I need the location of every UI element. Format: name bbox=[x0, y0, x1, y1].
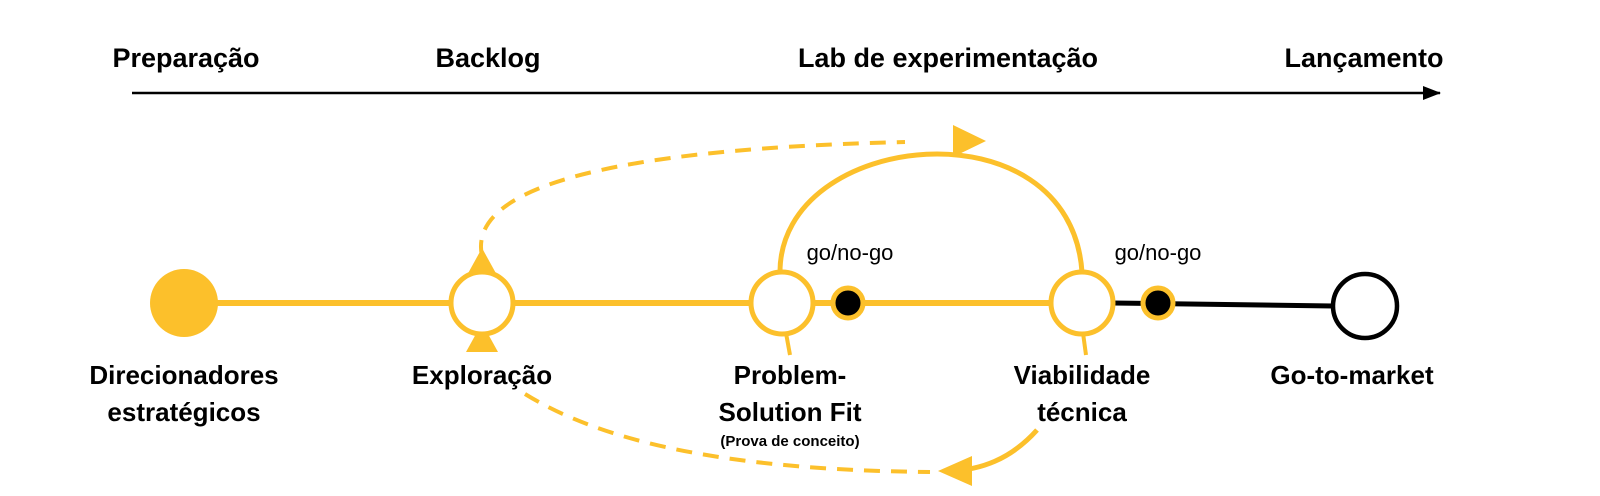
phase-backlog: Backlog bbox=[435, 43, 540, 73]
label-problem-solution-line1: Problem- bbox=[734, 360, 847, 390]
node-problem-solution-fit bbox=[748, 269, 816, 337]
label-direcionadores-line1: Direcionadores bbox=[89, 360, 278, 390]
dashed-loop-top bbox=[479, 140, 906, 257]
stub-viabilidade bbox=[1081, 332, 1088, 356]
stub-psf bbox=[784, 332, 792, 356]
gate-dot-2 bbox=[1140, 285, 1176, 321]
gate-label-1: go/no-go bbox=[807, 240, 894, 265]
node-go-to-market bbox=[1330, 271, 1400, 341]
dashed-loop-bottom bbox=[523, 392, 931, 474]
label-viabilidade-line1: Viabilidade bbox=[1014, 360, 1151, 390]
arrowhead-top bbox=[953, 125, 986, 157]
gate-dot-1 bbox=[830, 285, 866, 321]
label-problem-solution-line2: Solution Fit bbox=[719, 397, 862, 427]
node-direcionadores bbox=[150, 269, 218, 337]
solid-arc-top bbox=[777, 151, 1085, 273]
gate-label-2: go/no-go bbox=[1115, 240, 1202, 265]
arrowhead-bottom bbox=[938, 456, 972, 486]
node-exploracao bbox=[448, 269, 516, 337]
label-exploracao: Exploração bbox=[412, 360, 552, 390]
label-viabilidade-line2: técnica bbox=[1037, 397, 1127, 427]
triangle-up-top bbox=[466, 248, 498, 277]
phase-lab-experimentacao: Lab de experimentação bbox=[798, 43, 1098, 73]
phase-preparacao: Preparação bbox=[112, 43, 259, 73]
triangle-up-bottom bbox=[466, 323, 498, 352]
phase-lancamento: Lançamento bbox=[1284, 43, 1443, 73]
label-direcionadores-line2: estratégicos bbox=[107, 397, 260, 427]
label-go-to-market: Go-to-market bbox=[1270, 360, 1434, 390]
label-problem-solution-note: (Prova de conceito) bbox=[720, 433, 859, 450]
node-viabilidade bbox=[1048, 269, 1116, 337]
